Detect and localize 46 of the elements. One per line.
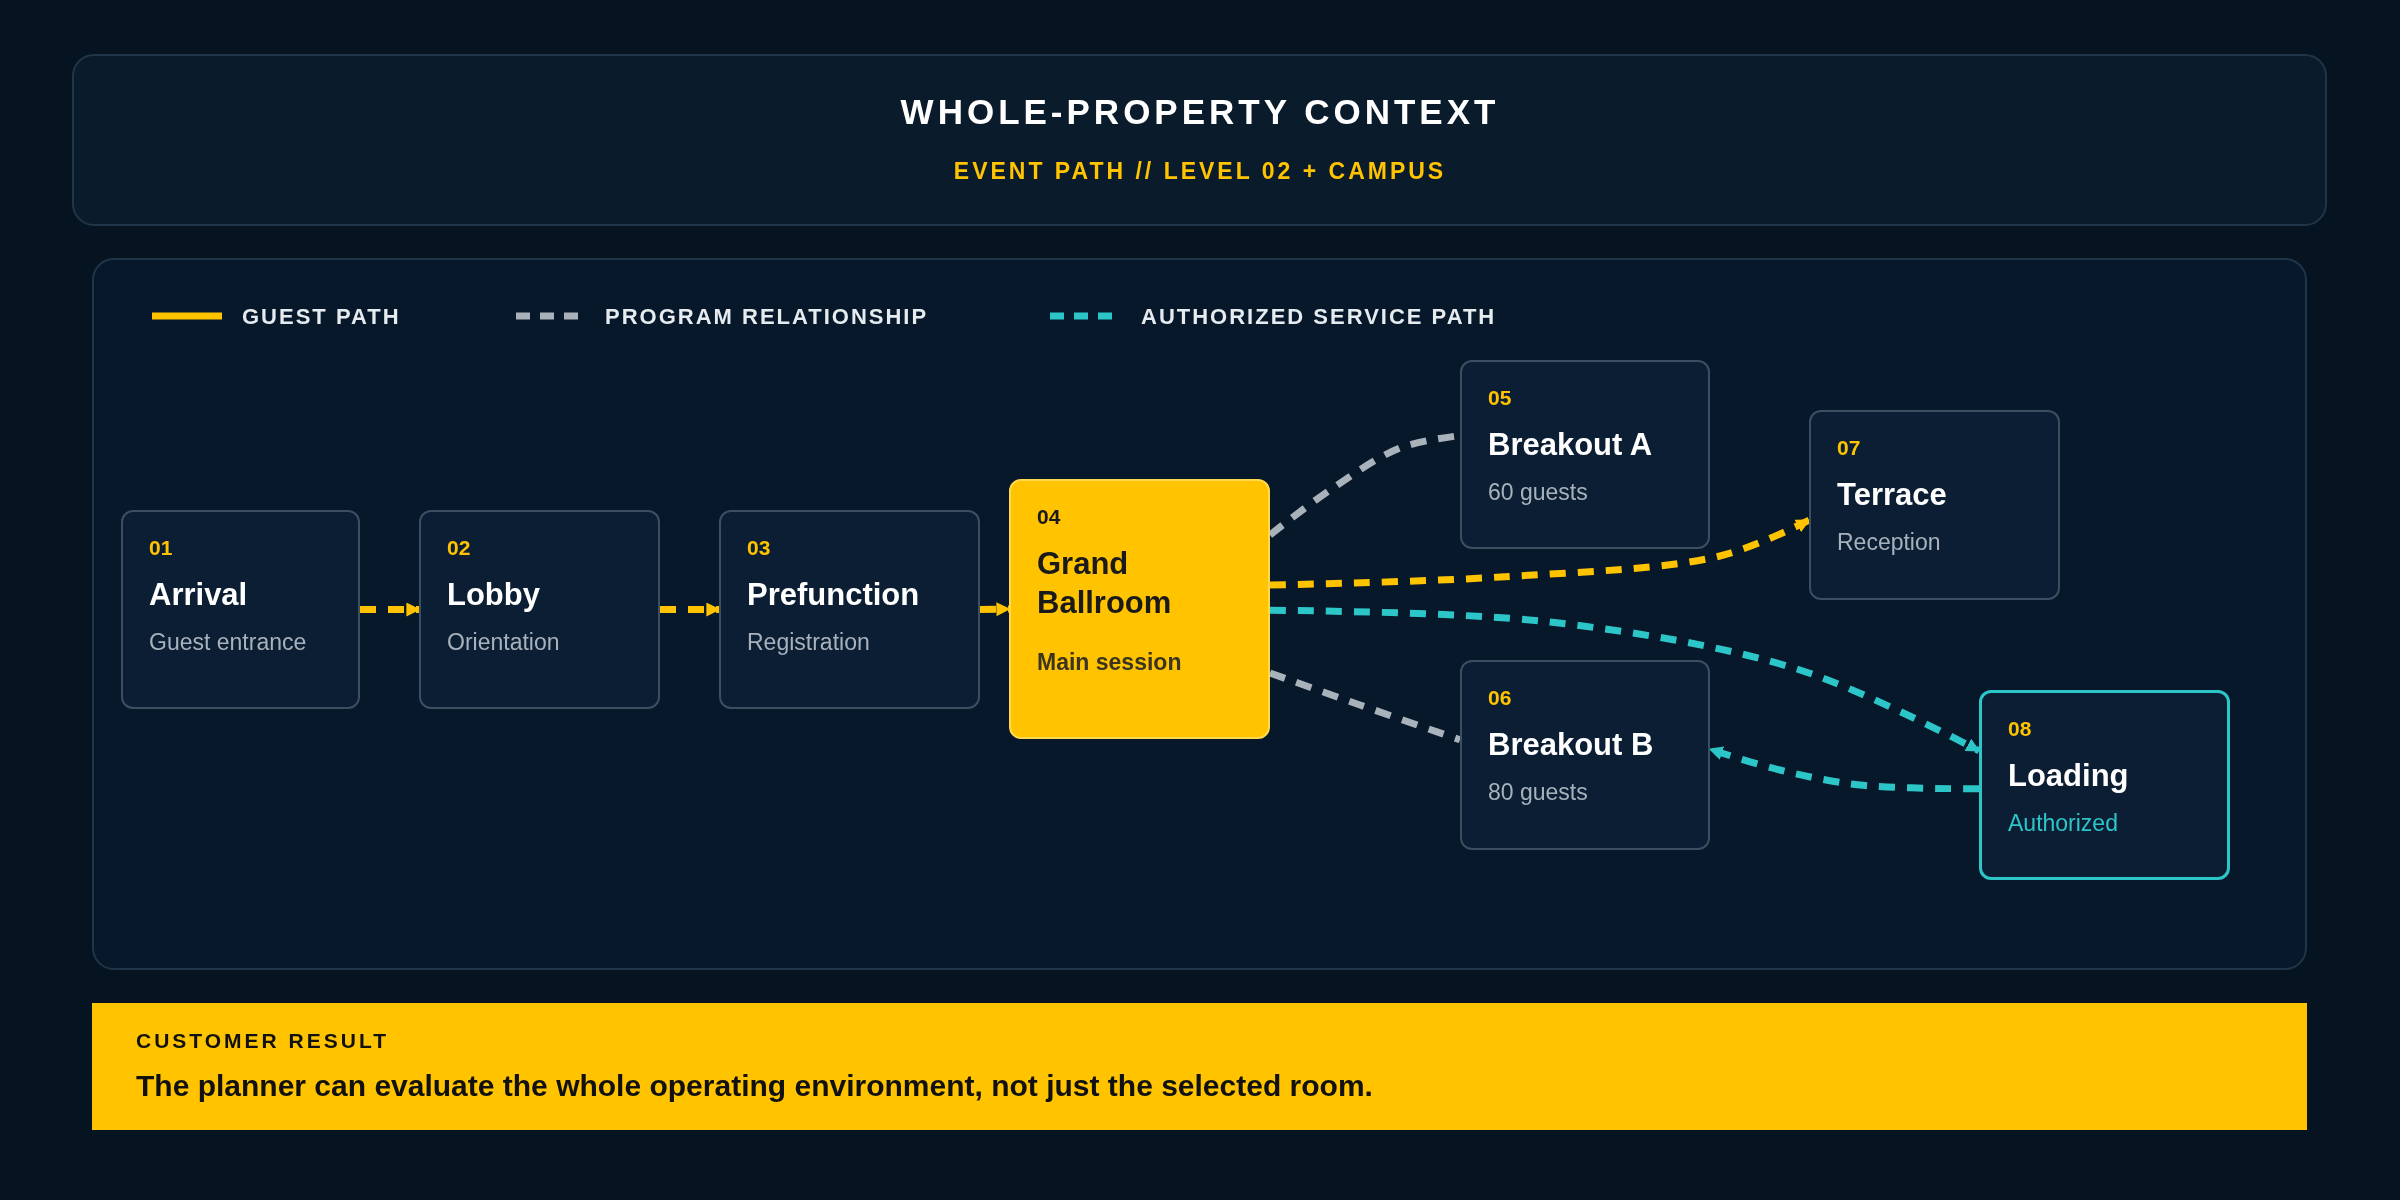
room-detail: 80 guests	[1488, 778, 1589, 806]
legend-label: AUTHORIZED SERVICE PATH	[1141, 304, 1497, 329]
room-detail: 60 guests	[1488, 478, 1589, 506]
room-name: Breakout B	[1488, 726, 1655, 764]
room-card	[121, 510, 360, 709]
room-card	[1009, 479, 1270, 739]
connector-arrow	[1269, 517, 1811, 589]
title: WHOLE-PROPERTY CONTEXT	[900, 92, 1500, 131]
room-number: 01	[149, 536, 174, 560]
room-number: 07	[1837, 436, 1862, 460]
result-banner	[92, 1003, 2307, 1130]
result-statement: The planner can evaluate the whole operating environment, not just the selected room.	[136, 1069, 1374, 1103]
room-detail: Guest entrance	[149, 628, 308, 656]
room-detail: Orientation	[447, 628, 561, 656]
subtitle: EVENT PATH // LEVEL 02 + CAMPUS	[953, 158, 1447, 184]
room-number: 06	[1488, 686, 1513, 710]
room-name: Lobby	[447, 576, 541, 614]
connector-arrow	[660, 602, 721, 617]
room-number: 03	[747, 536, 772, 560]
room-detail: Authorized	[2008, 809, 2119, 837]
room-card	[1979, 690, 2230, 880]
room-name: Breakout A	[1488, 426, 1654, 464]
section-heading: CUSTOMER RESULT	[136, 1029, 391, 1053]
room-card	[1460, 360, 1710, 549]
room-name: Grand Ballroom	[1037, 545, 1173, 622]
room-number: 04	[1037, 505, 1062, 529]
connector-arrow	[979, 602, 1011, 617]
room-name: Terrace	[1837, 476, 1948, 514]
connector-arrow	[1269, 606, 1981, 754]
room-card	[1809, 410, 2060, 600]
room-card	[719, 510, 980, 709]
room-detail: Main session	[1037, 648, 1183, 676]
room-number: 08	[2008, 717, 2033, 741]
room-detail: Registration	[747, 628, 871, 656]
room-card	[1460, 660, 1710, 850]
legend-label: GUEST PATH	[242, 304, 401, 329]
room-card	[419, 510, 660, 709]
connector-arrow	[1708, 745, 1979, 793]
connector-arrow	[360, 602, 421, 617]
room-name: Arrival	[149, 576, 249, 614]
room-name: Prefunction	[747, 576, 921, 614]
legend-label: PROGRAM RELATIONSHIP	[605, 304, 929, 329]
room-number: 05	[1488, 386, 1513, 410]
room-number: 02	[447, 536, 472, 560]
room-name: Loading	[2008, 757, 2130, 795]
room-detail: Reception	[1837, 528, 1942, 556]
